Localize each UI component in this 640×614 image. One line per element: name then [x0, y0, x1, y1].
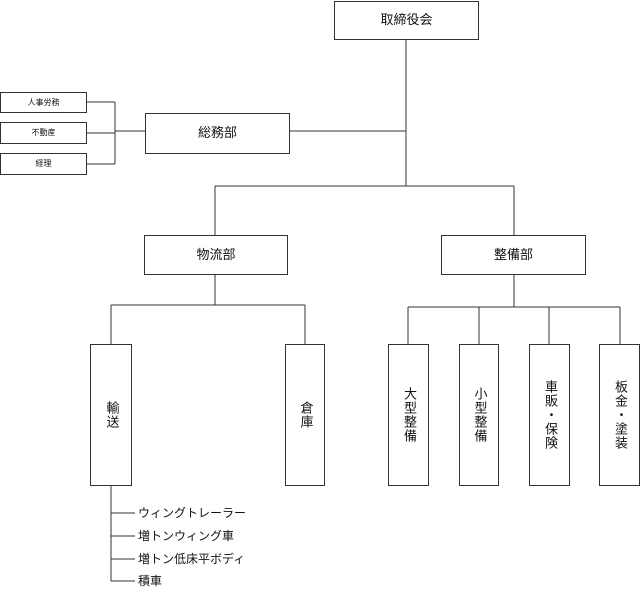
transport-item: ウィングトレーラー: [138, 506, 247, 520]
warehouse-label: 倉庫: [297, 401, 313, 429]
maint-unit-label: 小型整備: [471, 387, 487, 443]
maintenance-label: 整備部: [493, 247, 533, 263]
ga-unit-box: 不動産: [0, 122, 87, 144]
maint-unit-box: 小型整備: [459, 344, 499, 486]
transport-item: 増トン低床平ボディ: [138, 552, 246, 566]
maint-unit-box: 板金・塗装: [599, 344, 640, 486]
ga-unit-box: 経理: [0, 153, 87, 175]
maint-unit-box: 大型整備: [388, 344, 429, 486]
ga-unit-label: 不動産: [31, 128, 56, 137]
logistics-label: 物流部: [196, 247, 236, 263]
ga-unit-box: 人事労務: [0, 92, 87, 113]
ga-unit-label: 経理: [35, 159, 52, 168]
transport-label: 輸送: [103, 401, 119, 429]
maint-unit-label: 車販・保険: [542, 380, 557, 450]
logistics-box: 物流部: [144, 235, 288, 275]
ga-unit-label: 人事労務: [27, 97, 60, 107]
general-affairs-box: 総務部: [145, 113, 290, 154]
board-box: 取締役会: [334, 1, 479, 40]
transport-item: 積車: [138, 574, 163, 588]
board-label: 取締役会: [380, 13, 433, 28]
maint-unit-label: 板金・塗装: [612, 380, 627, 450]
warehouse-box: 倉庫: [285, 344, 325, 486]
maintenance-box: 整備部: [441, 235, 586, 275]
transport-item: 増トンウィング車: [138, 529, 235, 543]
maint-unit-box: 車販・保険: [529, 344, 570, 486]
maint-unit-label: 大型整備: [401, 387, 416, 443]
transport-box: 輸送: [90, 344, 132, 486]
general-affairs-label: 総務部: [197, 126, 237, 141]
